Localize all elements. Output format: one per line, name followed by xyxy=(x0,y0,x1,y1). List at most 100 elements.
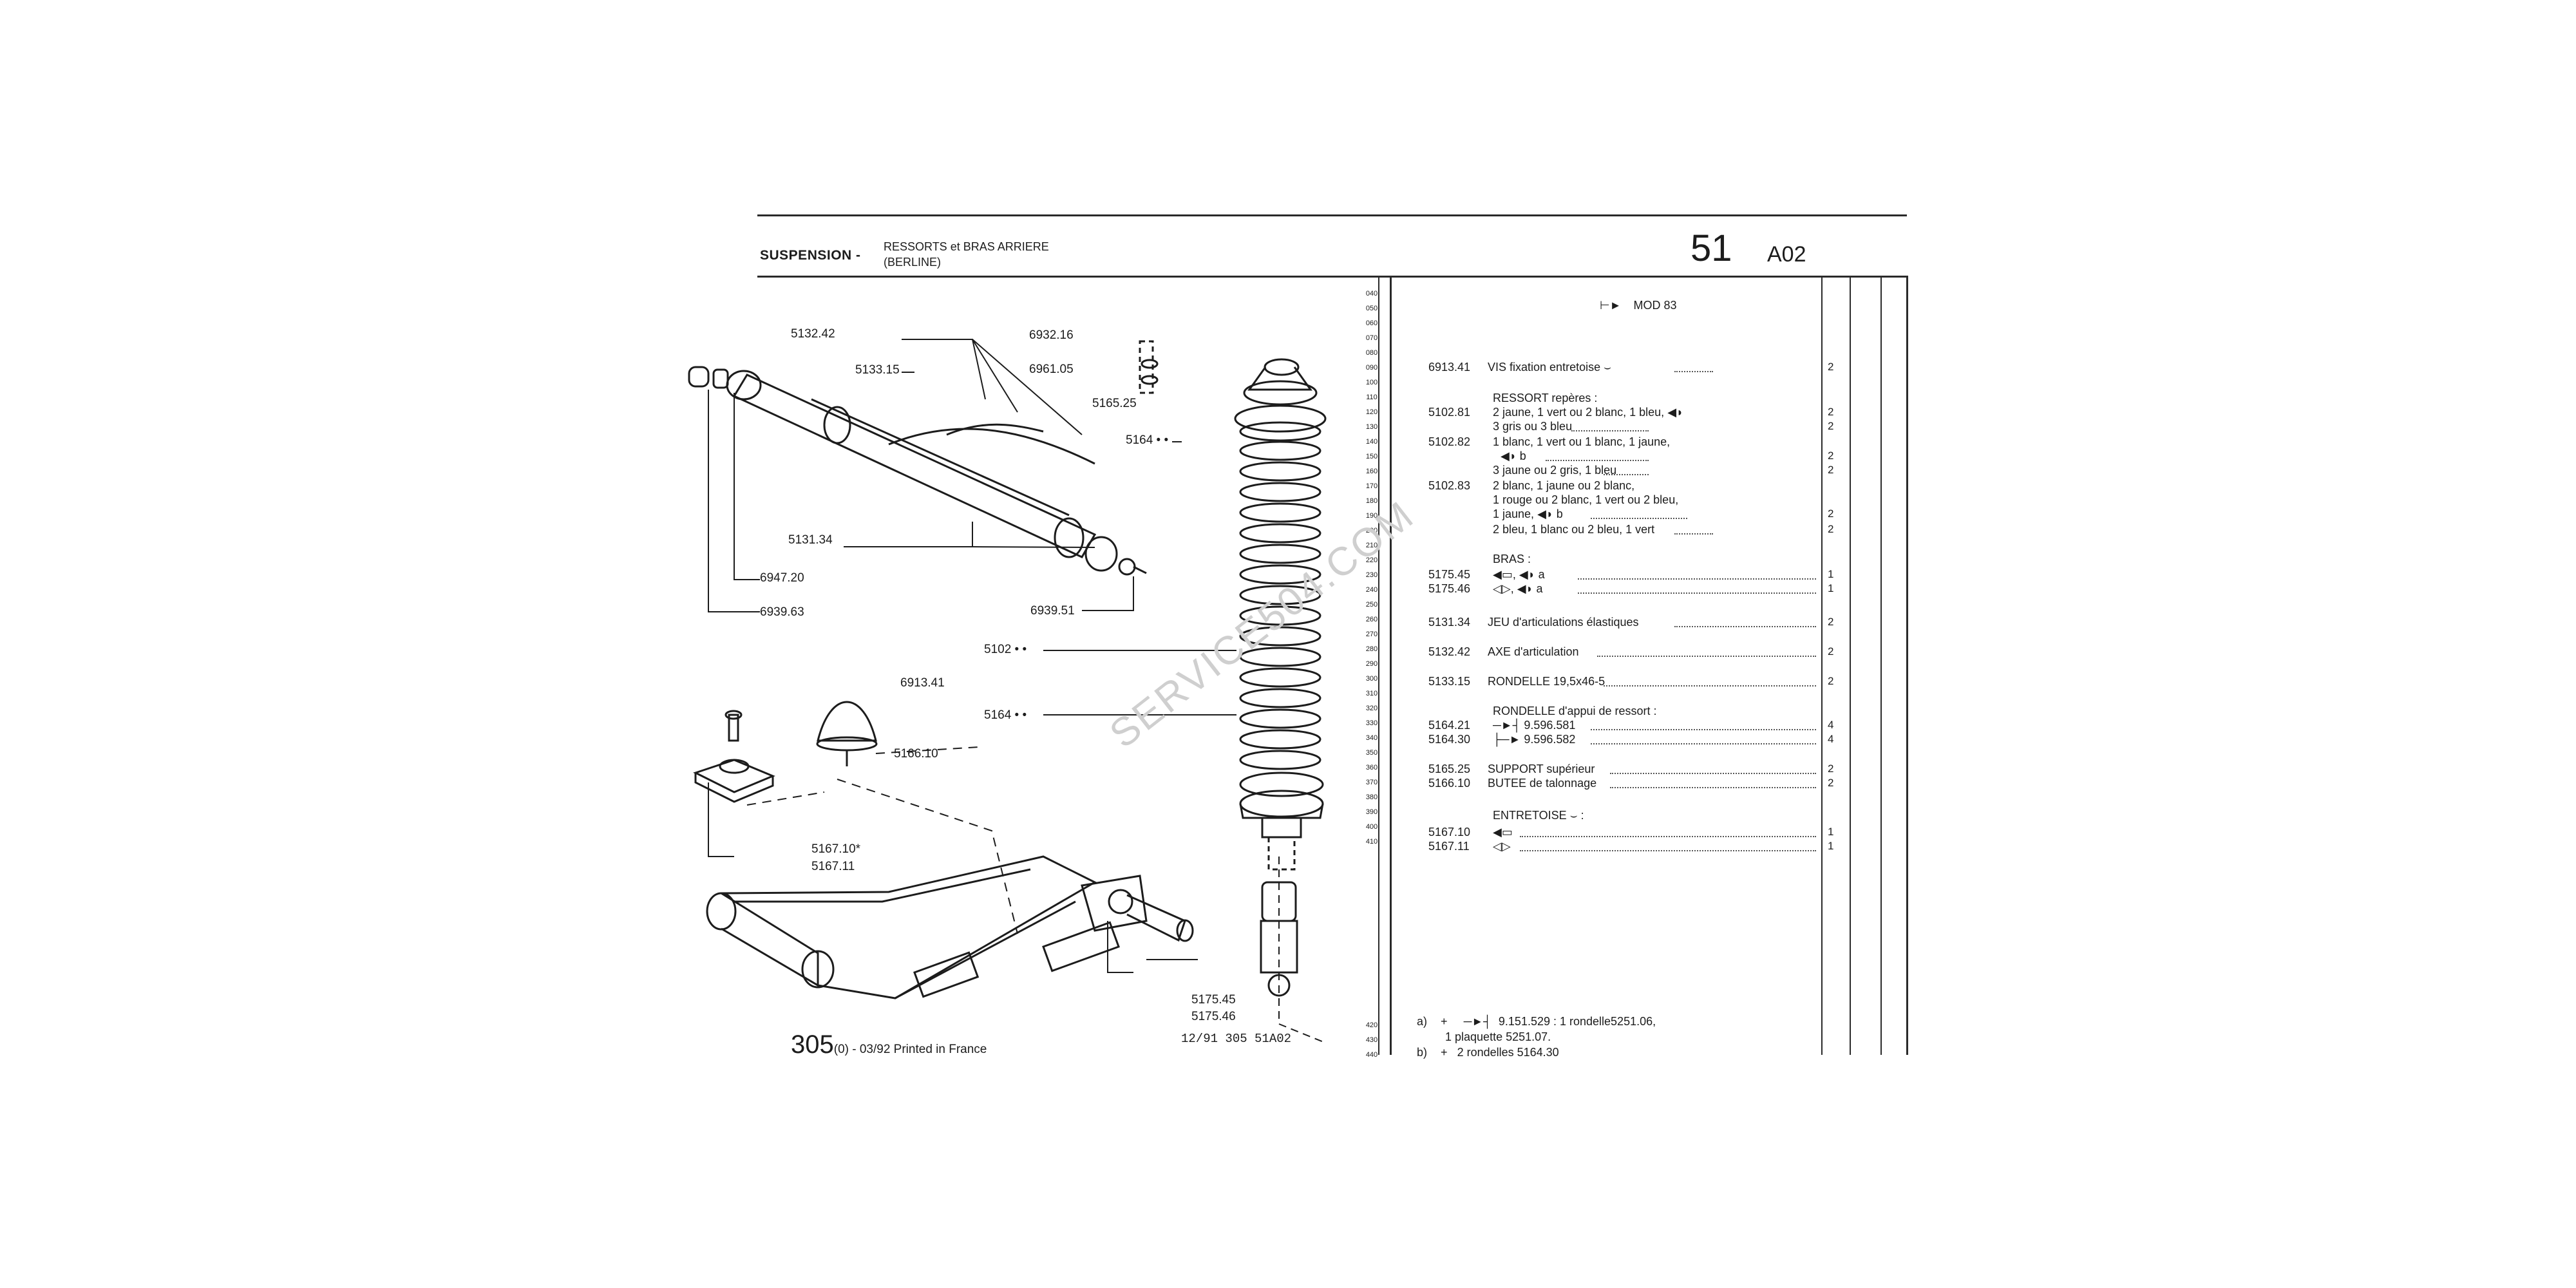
note-a: a) + ─►┤ 9.151.529 : 1 rondelle5251.06, xyxy=(1417,1015,1656,1028)
part-desc-text: 9.596.582 xyxy=(1524,733,1576,746)
part-desc: RONDELLE 19,5x46-5 xyxy=(1488,675,1605,688)
ruler-mark: 360 xyxy=(1365,764,1378,772)
footer-reference: 12/91 305 51A02 xyxy=(1181,1032,1292,1046)
footer-page: 305(0) - 03/92 Printed in France xyxy=(791,1030,987,1059)
ruler-mark: 320 xyxy=(1365,705,1378,712)
part-qty: 1 xyxy=(1828,582,1834,594)
ruler-mark: 380 xyxy=(1365,793,1378,801)
part-ref: 5132.42 xyxy=(1428,645,1471,658)
top-mount xyxy=(1139,340,1327,442)
footer-page-number: 305 xyxy=(791,1030,834,1059)
group-heading: RONDELLE d'appui de ressort : xyxy=(1493,705,1657,717)
part-ref: 5167.10 xyxy=(1428,826,1471,838)
ruler-mark: 410 xyxy=(1365,838,1378,846)
table-qty-border xyxy=(1821,276,1823,1055)
label-5175-46: 5175.46 xyxy=(1191,1010,1236,1023)
part-qty: 2 xyxy=(1828,523,1834,535)
b-marker-icon: ◀◗ xyxy=(1667,406,1683,419)
part-ref: 5133.15 xyxy=(1428,675,1471,688)
label-5164-top: 5164 • • xyxy=(1126,433,1169,447)
leader-dots xyxy=(1520,850,1816,851)
ruler-mark: 100 xyxy=(1365,379,1378,386)
ruler-mark: 210 xyxy=(1365,542,1378,549)
label-5132-42: 5132.42 xyxy=(791,327,835,341)
part-qty: 2 xyxy=(1828,645,1834,658)
part-ref: 5166.10 xyxy=(1428,777,1471,790)
mod-marker: ⊢► MOD 83 xyxy=(1600,299,1677,312)
arrow-icon: ⊢► xyxy=(1600,299,1622,312)
part-desc: ◀▭ xyxy=(1493,826,1513,839)
part-qty: 2 xyxy=(1828,406,1834,418)
part-desc: JEU d'articulations élastiques xyxy=(1488,616,1639,629)
label-6939-63: 6939.63 xyxy=(760,605,804,619)
part-ref: 5175.46 xyxy=(1428,582,1471,595)
leader-dots xyxy=(1604,474,1649,475)
ruler-mark: 220 xyxy=(1365,556,1378,564)
label-5164-bottom: 5164 • • xyxy=(984,708,1027,722)
plus-icon: + xyxy=(1441,1015,1448,1028)
ruler-mark: 270 xyxy=(1365,630,1378,638)
coil-spring xyxy=(1239,440,1321,770)
label-arrows xyxy=(1043,441,1236,960)
table-left-border xyxy=(1390,276,1392,1055)
ruler-mark: 300 xyxy=(1365,675,1378,683)
part-qty: 2 xyxy=(1828,361,1834,373)
note-b-text: 2 rondelles 5164.30 xyxy=(1457,1046,1559,1059)
page-code: A02 xyxy=(1767,242,1806,267)
ruler-mark: 120 xyxy=(1365,408,1378,416)
leader-dots xyxy=(1591,743,1816,744)
note-a-text: 9.151.529 : 1 rondelle5251.06, xyxy=(1498,1015,1656,1028)
part-desc: 3 gris ou 3 bleu xyxy=(1493,420,1573,433)
ruler-mark: 280 xyxy=(1365,645,1378,653)
rubber-stop xyxy=(724,701,878,766)
guide-lines xyxy=(746,746,1018,934)
table-col-border-2 xyxy=(1880,276,1882,1055)
arrow-in-icon: ─►┤ xyxy=(1463,1015,1492,1028)
ruler-mark: 310 xyxy=(1365,690,1378,697)
label-5175-45: 5175.45 xyxy=(1191,993,1236,1007)
arrow-in-icon: ─►┤ xyxy=(1493,719,1521,732)
part-desc: 2 bleu, 1 blanc ou 2 bleu, 1 vert xyxy=(1493,523,1655,536)
ruler-mark: 190 xyxy=(1365,512,1378,520)
mod-label: MOD 83 xyxy=(1633,299,1677,312)
part-desc: BUTEE de talonnage xyxy=(1488,777,1597,790)
section-subtitle: RESSORTS et BRAS ARRIERE (BERLINE) xyxy=(884,239,1049,270)
leader-dots xyxy=(1674,371,1713,372)
leader-lines xyxy=(708,339,1134,612)
ruler-mark: 090 xyxy=(1365,364,1378,372)
note-a-label: a) xyxy=(1417,1015,1428,1028)
part-desc-text: a xyxy=(1538,568,1545,581)
part-desc: VIS fixation entretoise ⌣ xyxy=(1488,361,1611,374)
spacer-plate xyxy=(693,759,775,857)
part-desc: 1 rouge ou 2 blanc, 1 vert ou 2 bleu, xyxy=(1493,493,1679,506)
subtitle-line-2: (BERLINE) xyxy=(884,256,942,269)
part-qty: 4 xyxy=(1828,733,1834,745)
leader-dots xyxy=(1571,430,1649,431)
ruler-mark: 340 xyxy=(1365,734,1378,742)
label-5133-15: 5133.15 xyxy=(855,363,900,377)
label-5166-10: 5166.10 xyxy=(894,747,938,761)
part-desc: 1 jaune, ◀◗ b xyxy=(1493,507,1563,520)
part-desc: AXE d'articulation xyxy=(1488,645,1579,658)
part-ref: 5175.45 xyxy=(1428,568,1471,581)
ruler-mark: 250 xyxy=(1365,601,1378,609)
part-qty: 2 xyxy=(1828,507,1834,520)
part-qty: 2 xyxy=(1828,777,1834,789)
part-ref: 5165.25 xyxy=(1428,762,1471,775)
b-marker-icon: ◀◗ xyxy=(1519,568,1535,581)
note-b-label: b) xyxy=(1417,1046,1428,1059)
part-qty: 2 xyxy=(1828,464,1834,476)
part-desc-text: 9.596.581 xyxy=(1524,719,1576,732)
part-ref: 5102.82 xyxy=(1428,435,1471,448)
part-desc: ◀▭, ◀◗ a xyxy=(1493,568,1545,581)
lower-seat xyxy=(1239,772,1327,1044)
footer-print-note: (0) - 03/92 Printed in France xyxy=(833,1043,987,1056)
ruler-mark: 430 xyxy=(1365,1036,1378,1044)
part-desc-text: a xyxy=(1536,582,1543,595)
ruler-mark: 110 xyxy=(1366,393,1378,401)
ruler-mark: 050 xyxy=(1365,305,1378,312)
ruler-mark: 070 xyxy=(1365,334,1378,342)
header-top-rule xyxy=(757,214,1907,216)
part-ref: 5102.83 xyxy=(1428,479,1471,492)
leader-dots xyxy=(1591,518,1687,519)
